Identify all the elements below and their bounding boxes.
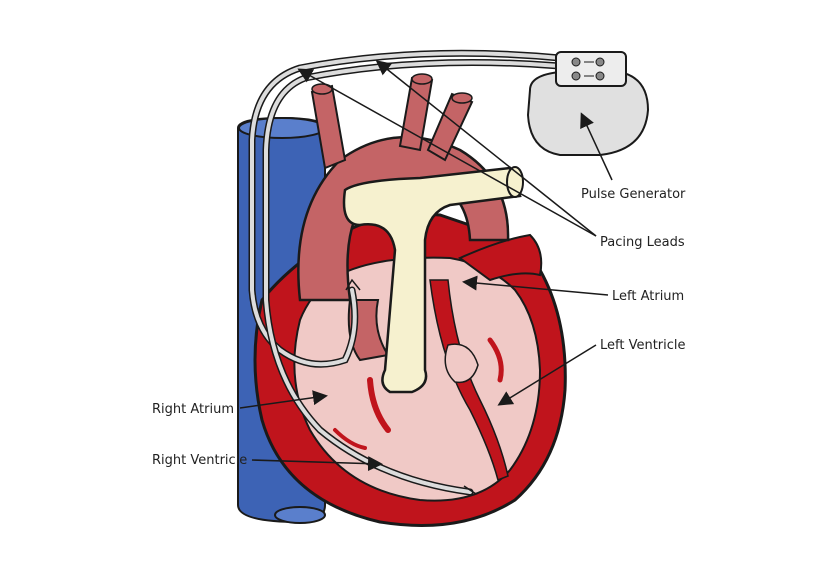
label-right-atrium: Right Atrium: [152, 402, 234, 417]
label-pulse-generator: Pulse Generator: [581, 187, 686, 202]
label-pacing-leads: Pacing Leads: [600, 235, 685, 250]
leader-lines: [239, 60, 613, 472]
label-left-ventricle: Left Ventricle: [600, 338, 686, 353]
pacing-lead-wires: [248, 49, 564, 499]
label-right-ventricle: Right Ventricle: [152, 453, 247, 468]
label-left-atrium: Left Atrium: [612, 289, 684, 304]
